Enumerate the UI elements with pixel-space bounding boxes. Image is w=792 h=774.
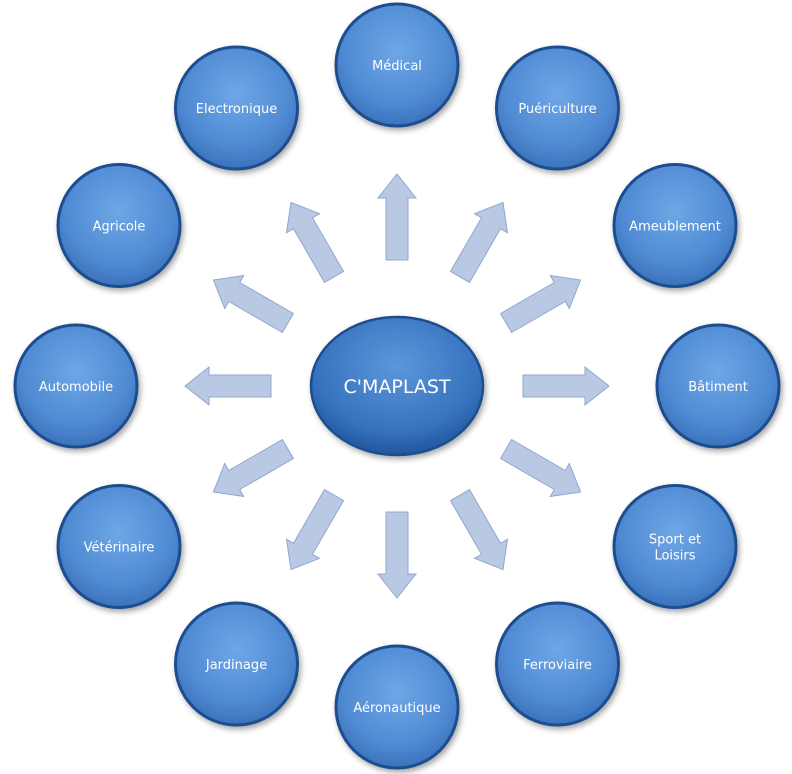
center-ellipse [309,315,485,457]
node-circle-sport-et-loisirs [612,484,738,609]
arrow-to-veterinaire [212,438,295,498]
arrow-to-jardinage [285,488,345,571]
arrow-to-automobile [184,365,272,407]
node-jardinage: Jardinage [174,601,299,727]
node-label-medical: Médical [372,59,422,74]
node-circle-jardinage [174,601,299,727]
arrow-to-ameublement [499,274,582,334]
node-label-puericulture: Puériculture [518,102,596,117]
node-circle-veterinaire [56,484,182,609]
node-label-electronique: Electronique [196,102,277,117]
arrow-to-sport-et-loisirs [499,438,582,498]
node-label-veterinaire: Vétérinaire [84,541,155,556]
node-label-batiment: Bâtiment [688,380,748,395]
node-label-jardinage: Jardinage [205,658,267,673]
node-circle-ferroviaire [495,601,620,727]
node-automobile: Automobile [13,323,139,449]
node-medical: Médical [334,2,460,128]
arrow-to-electronique [285,201,345,284]
node-label-agricole: Agricole [93,220,146,235]
node-electronique: Electronique [174,45,299,171]
arrow-to-puericulture [449,201,509,284]
arrow-to-aeronautique [376,511,418,599]
node-ferroviaire: Ferroviaire [495,601,620,727]
center-label: C'MAPLAST [343,376,450,398]
arrow-to-batiment [522,365,610,407]
node-label-ameublement: Ameublement [629,220,721,235]
node-circle-batiment [655,323,781,449]
node-ameublement: Ameublement [612,163,738,288]
arrows-layer [184,173,610,599]
node-circle-agricole [56,163,182,288]
node-veterinaire: Vétérinaire [56,484,182,609]
node-label-aeronautique: Aéronautique [353,701,440,716]
node-circle-ameublement [612,163,738,288]
arrow-to-ferroviaire [449,488,509,571]
arrow-to-agricole [212,274,295,334]
node-circle-medical [334,2,460,128]
node-puericulture: Puériculture [495,45,620,171]
node-label-automobile: Automobile [39,380,113,395]
node-agricole: Agricole [56,163,182,288]
node-circle-electronique [174,45,299,171]
node-aeronautique: Aéronautique [334,644,460,770]
center-node: C'MAPLAST [309,315,485,457]
node-circle-puericulture [495,45,620,171]
arrow-to-medical [376,173,418,261]
nodes-layer: MédicalPuéricultureAmeublementBâtimentSp… [13,2,781,770]
node-circle-aeronautique [334,644,460,770]
node-batiment: Bâtiment [655,323,781,449]
node-circle-automobile [13,323,139,449]
node-label-ferroviaire: Ferroviaire [523,658,592,673]
